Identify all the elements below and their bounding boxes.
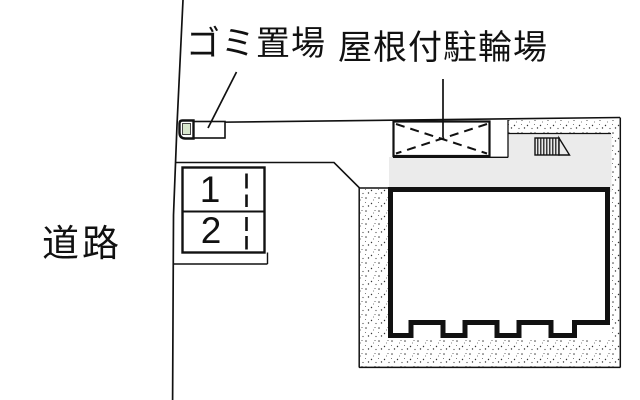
stipple-border	[359, 120, 621, 368]
garbage-area-label: ゴミ置場	[186, 25, 326, 63]
bicycle-parking-cross-line-2	[395, 123, 488, 155]
bicycle-parking-label: 屋根付駐輪場	[338, 29, 548, 67]
bicycle-parking-area	[392, 120, 491, 158]
stipple-border-top	[508, 120, 620, 134]
stairs-icon	[534, 135, 571, 156]
stipple-border-bottom	[359, 340, 621, 368]
parking-space-1-number: 1	[199, 169, 221, 210]
garbage-box-icon-inner	[182, 123, 191, 135]
parking-stall-rect	[181, 166, 266, 254]
parking-stalls	[172, 166, 269, 265]
parking-space-2-number: 2	[200, 210, 222, 251]
road-boundary-line	[171, 0, 184, 400]
stipple-border-left	[359, 187, 388, 368]
garbage-area	[178, 119, 226, 140]
road-label: 道路	[42, 223, 122, 264]
building-outline	[388, 187, 610, 338]
stipple-border-right	[611, 133, 621, 368]
plot-middle-boundary-line	[176, 161, 388, 189]
concrete-approach-area	[389, 133, 612, 192]
plot-top-boundary-line	[192, 116, 621, 124]
garbage-label-leader-line	[207, 71, 238, 129]
